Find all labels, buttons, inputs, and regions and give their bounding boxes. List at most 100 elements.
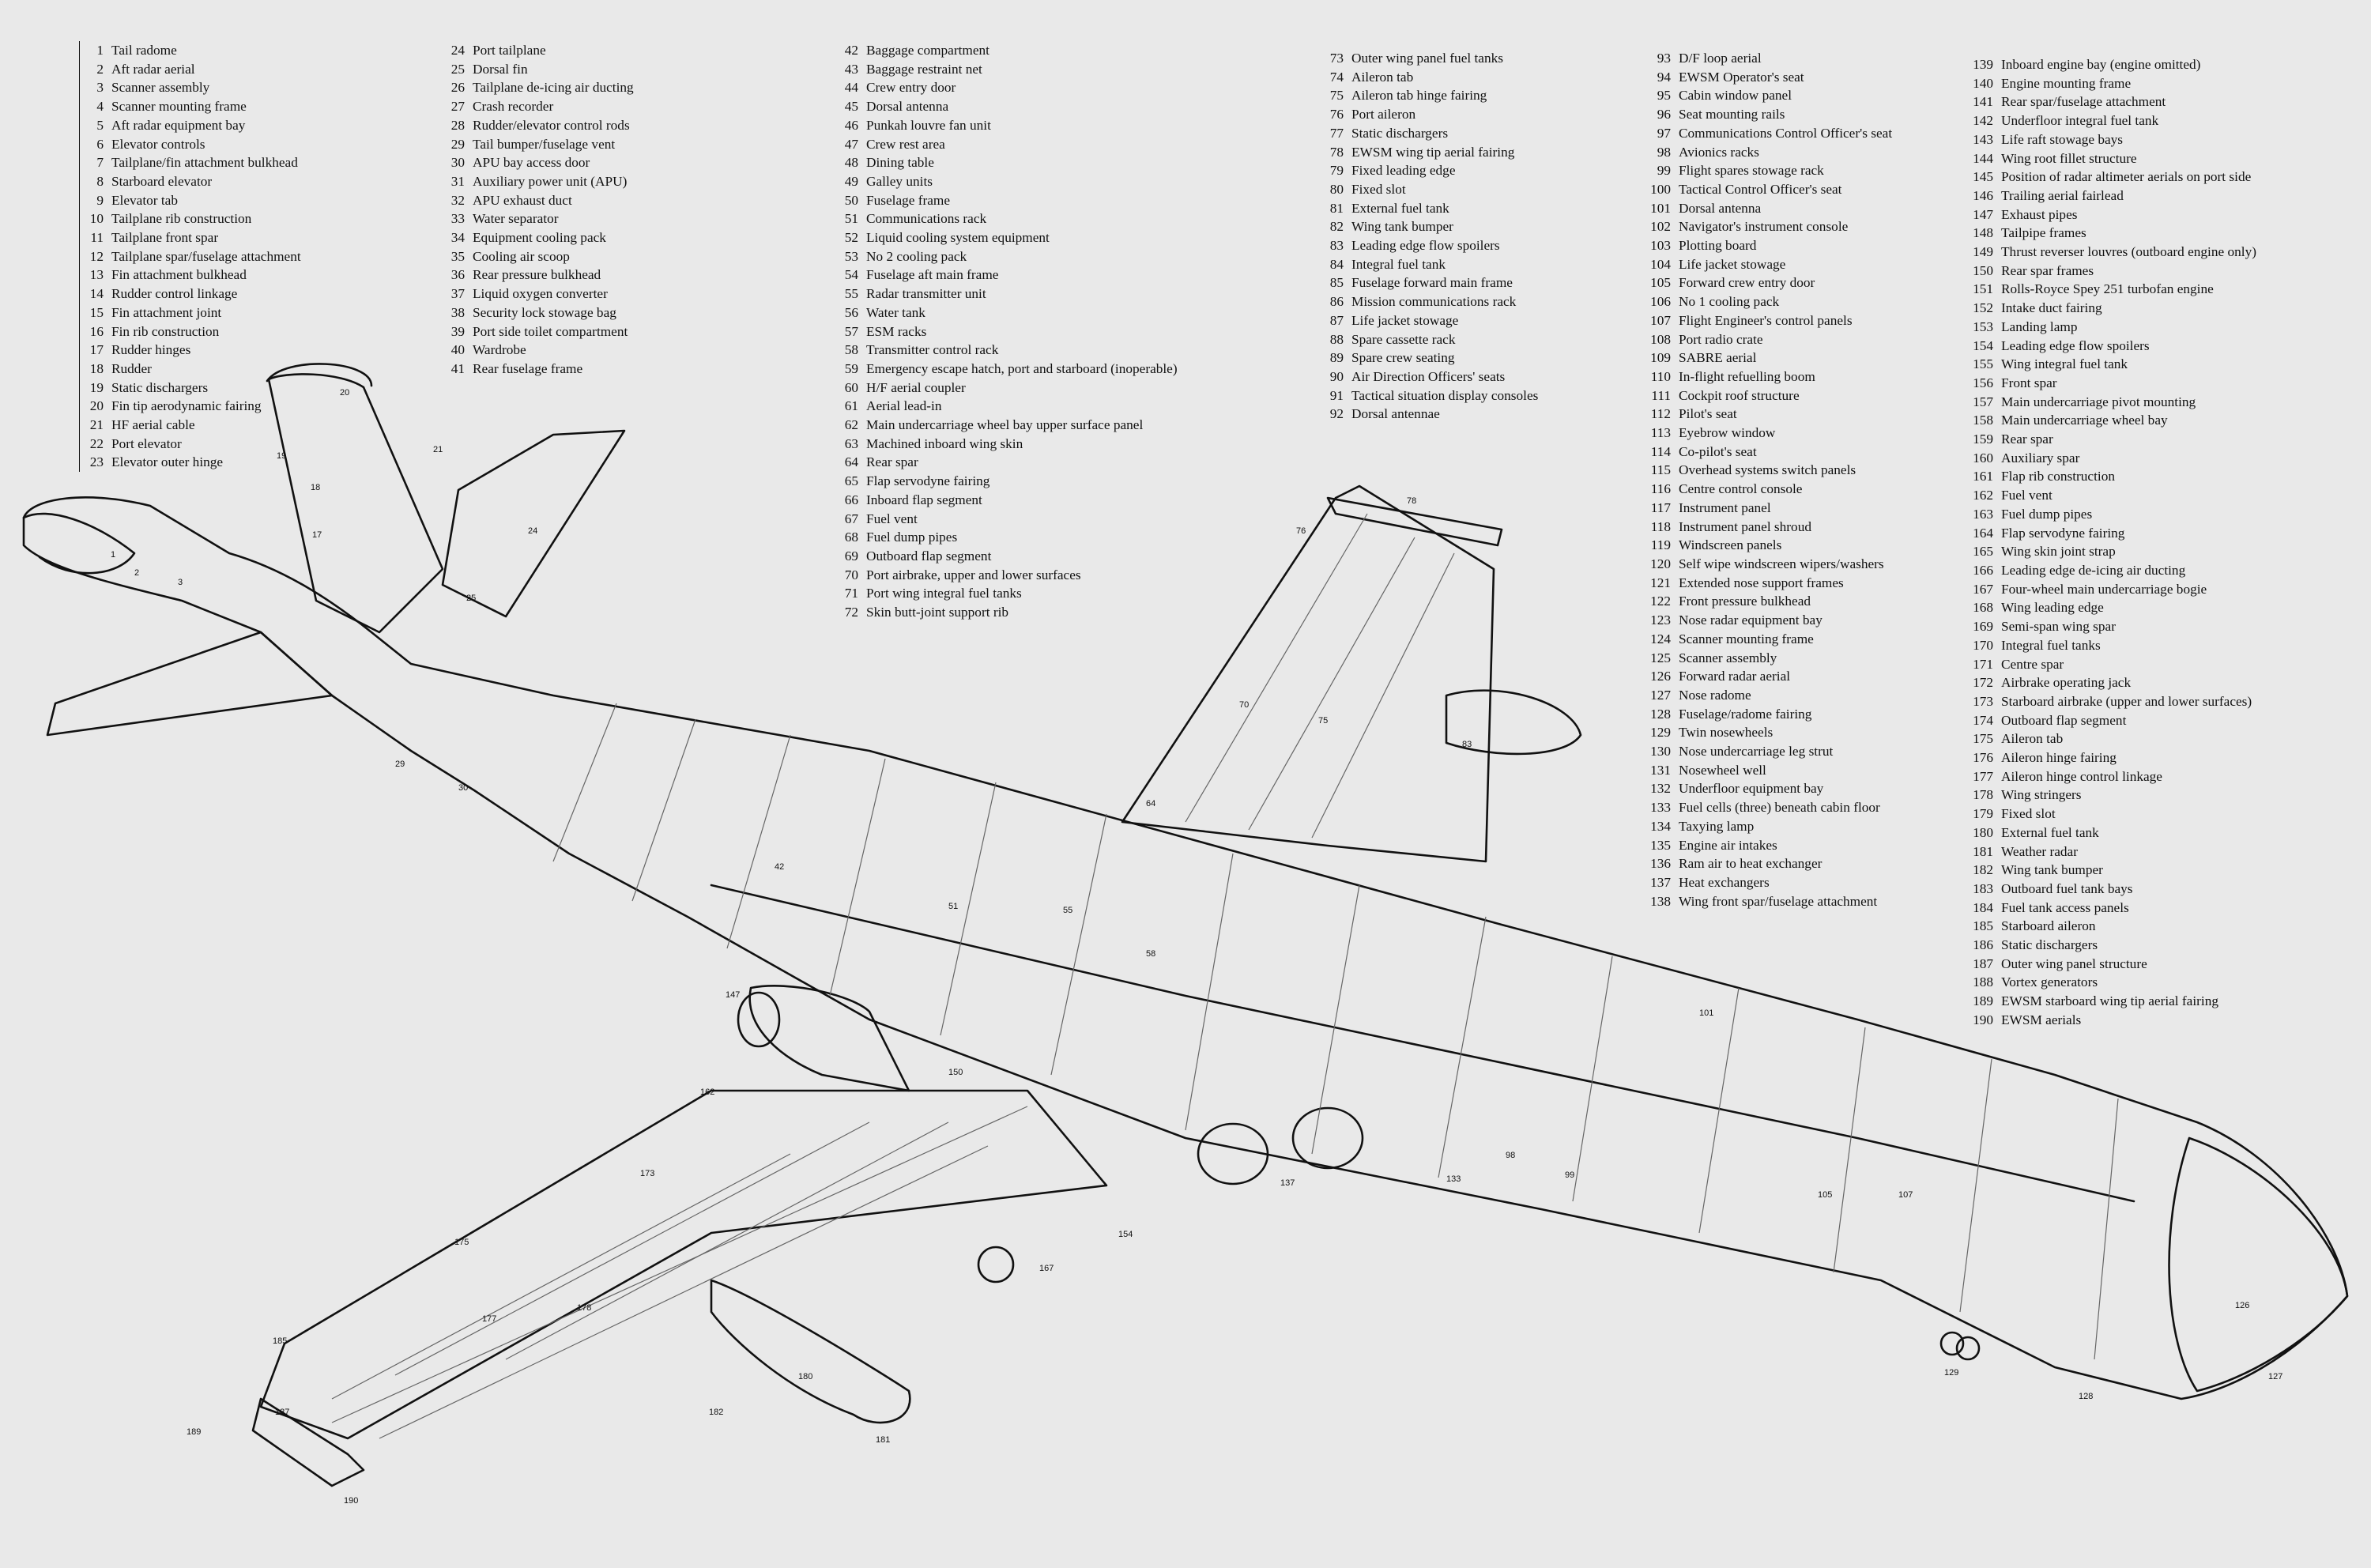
- callout: 127: [2268, 1372, 2282, 1381]
- key-label: Security lock stowage bag: [473, 304, 616, 320]
- key-number: 84: [1329, 256, 1344, 272]
- key-label: Tailplane de-icing air ducting: [473, 80, 634, 96]
- key-label: Dorsal antennae: [1351, 406, 1440, 422]
- key-number: 91: [1329, 387, 1344, 403]
- key-label: Scanner mounting frame: [111, 99, 247, 115]
- key-label: Instrument panel: [1679, 499, 1771, 515]
- key-number: 74: [1329, 69, 1344, 85]
- key-number: 139: [1973, 57, 1993, 72]
- callout: 2: [134, 568, 139, 578]
- callout: 190: [344, 1496, 358, 1506]
- key-label: Life jacket stowage: [1351, 312, 1459, 328]
- key-number: 68: [844, 530, 858, 545]
- key-number: 126: [1650, 669, 1671, 684]
- key-label: Weather radar: [2001, 843, 2078, 859]
- key-number: 79: [1329, 163, 1344, 179]
- fin-outline: [267, 373, 444, 634]
- key-number: 2: [96, 61, 104, 77]
- key-label: Aileron tab: [2001, 731, 2064, 747]
- key-number: 65: [844, 473, 858, 489]
- key-label: D/F loop aerial: [1679, 51, 1762, 66]
- key-number: 158: [1973, 413, 1993, 428]
- key-number: 33: [450, 211, 465, 227]
- key-number: 183: [1973, 880, 1993, 896]
- key-number: 107: [1650, 312, 1671, 328]
- key-number: 129: [1650, 725, 1671, 741]
- key-label: Aerial lead-in: [866, 398, 942, 414]
- key-label: Dorsal fin: [473, 61, 528, 77]
- key-label: Fuselage forward main frame: [1351, 275, 1513, 291]
- key-label: Baggage compartment: [866, 43, 989, 58]
- key-label: Port tailplane: [473, 43, 546, 58]
- key-number: 118: [1650, 518, 1671, 534]
- key-number: 45: [844, 99, 858, 115]
- key-number: 176: [1973, 750, 1993, 766]
- key-label: Punkah louvre fan unit: [866, 117, 991, 133]
- key-number: 3: [96, 80, 104, 96]
- key-label: Auxiliary power unit (APU): [473, 173, 628, 189]
- key-number: 151: [1973, 281, 1993, 297]
- key-number: 87: [1329, 312, 1344, 328]
- key-number: 11: [90, 230, 104, 246]
- key-number: 57: [844, 323, 858, 339]
- key-label: Aileron hinge control linkage: [2001, 768, 2162, 784]
- key-label: Aileron hinge fairing: [2001, 750, 2117, 766]
- key-label: Aileron tab hinge fairing: [1351, 88, 1487, 104]
- key-number: 77: [1329, 125, 1344, 141]
- key-label: Inboard engine bay (engine omitted): [2001, 57, 2201, 72]
- key-number: 162: [1973, 488, 1993, 503]
- key-label: Front spar: [2001, 375, 2057, 390]
- key-label: Wing front spar/fuselage attachment: [1679, 893, 1878, 909]
- key-label: Outer wing panel structure: [2001, 956, 2147, 971]
- callout: 99: [1565, 1170, 1574, 1180]
- key-number: 10: [89, 211, 104, 227]
- engine-intake-2: [1291, 1106, 1364, 1170]
- key-label: H/F aerial coupler: [866, 379, 966, 395]
- key-label: Aft radar equipment bay: [111, 117, 246, 133]
- key-number: 26: [450, 80, 465, 96]
- key-number: 21: [89, 417, 104, 433]
- key-label: Communications Control Officer's seat: [1679, 125, 1893, 141]
- key-label: Rear pressure bulkhead: [473, 267, 601, 283]
- key-label: Port side toilet compartment: [473, 323, 628, 339]
- key-number: 99: [1657, 163, 1671, 179]
- key-label: Engine mounting frame: [2001, 75, 2132, 91]
- key-number: 50: [844, 192, 858, 208]
- nose-gear-wheel-1: [1939, 1331, 1965, 1356]
- key-label: Eyebrow window: [1679, 425, 1776, 441]
- callout: 98: [1506, 1151, 1515, 1160]
- key-item: 176 Aileron hinge fairing: [1966, 748, 2256, 767]
- key-label: Starboard elevator: [111, 173, 213, 189]
